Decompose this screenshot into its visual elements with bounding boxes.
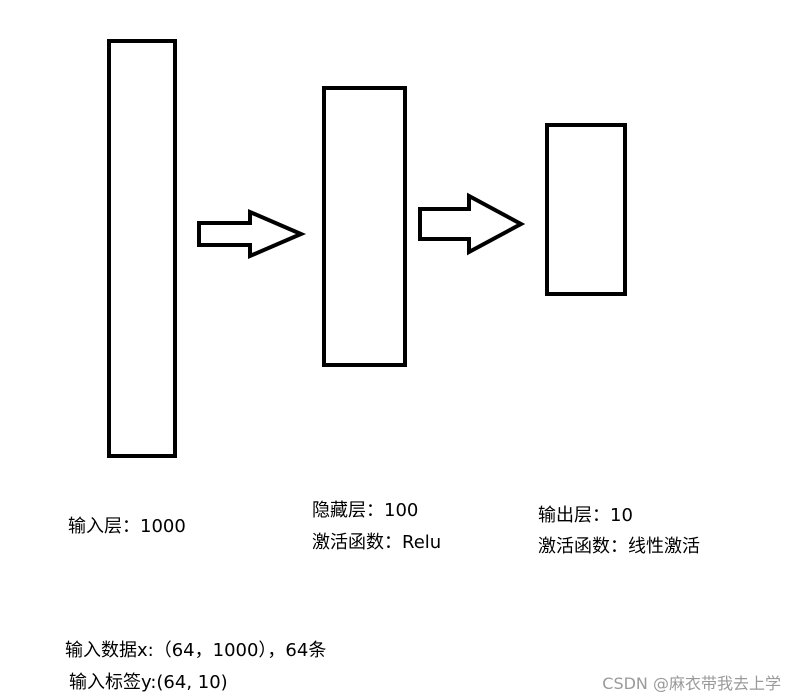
input-labels-note: 输入标签y:(64, 10) [69,672,228,693]
input-layer-box [107,39,177,458]
hidden-layer-activation: 激活函数：Relu [312,532,442,553]
output-layer-activation: 激活函数：线性激活 [538,536,700,557]
arrow-input-to-hidden-icon [197,208,307,260]
output-layer-box [545,123,627,296]
input-layer-label: 输入层：1000 [68,516,186,537]
output-layer-label: 输出层：10 [538,505,633,526]
input-data-note: 输入数据x:（64，1000），64条 [65,640,327,661]
hidden-layer-box [322,86,407,367]
hidden-layer-label: 隐藏层：100 [312,500,419,521]
arrow-hidden-to-output-icon [418,192,526,256]
watermark: CSDN @麻衣带我去上学 [602,674,781,693]
